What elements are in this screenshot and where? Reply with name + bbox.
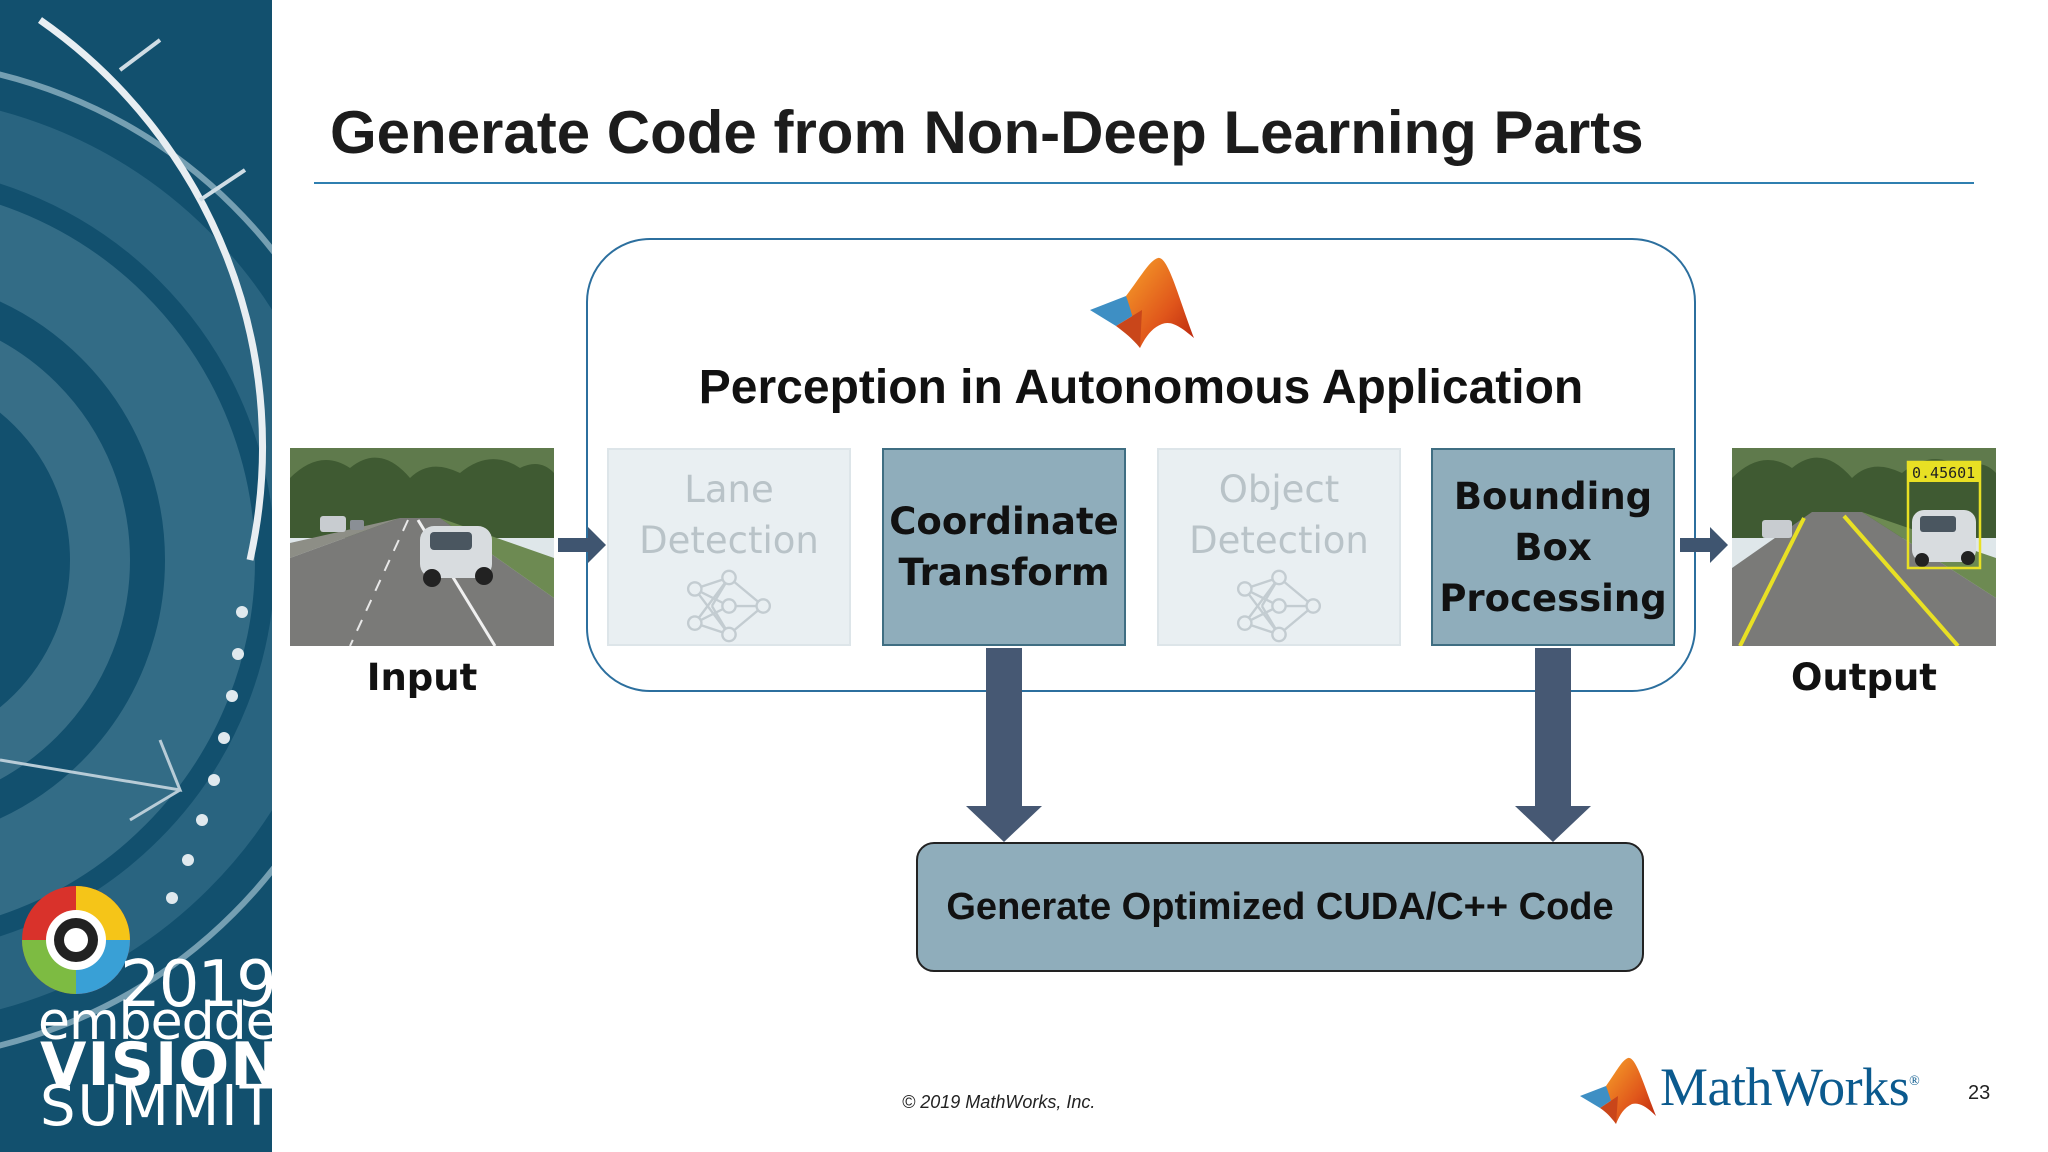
stage-label-line: Detection	[1189, 519, 1369, 562]
input-arrow	[558, 527, 606, 563]
event-sidebar: 2019 embedded VISION SUMMIT	[0, 0, 272, 1152]
stage-lane-detection: Lane Detection	[607, 448, 851, 646]
mathworks-wordmark: MathWorks®	[1660, 1056, 1920, 1118]
codegen-box: Generate Optimized CUDA/C++ Code	[916, 842, 1644, 972]
stage-label-line: Coordinate	[889, 500, 1119, 543]
neural-network-icon	[686, 569, 772, 643]
mathworks-logo-icon	[1580, 1057, 1656, 1124]
summit-embedded-label: embedded	[38, 992, 272, 1052]
summit-logo-mark	[22, 886, 130, 994]
stage-label-line: Box	[1514, 525, 1592, 569]
coordinate-to-codegen-arrow	[966, 648, 1042, 842]
bbox-to-codegen-arrow	[1515, 648, 1591, 842]
output-label: Output	[1791, 656, 1937, 699]
stage-object-detection: Object Detection	[1157, 448, 1401, 646]
stage-label-line: Lane	[684, 468, 774, 511]
stage-coordinate-transform: Coordinate Transform	[882, 448, 1126, 646]
detection-score: 0.45601	[1912, 464, 1975, 482]
summit-vision-label: VISION	[40, 1030, 272, 1100]
neural-network-icon	[1236, 569, 1322, 643]
stage-bounding-box-processing: Bounding Box Processing	[1431, 448, 1675, 646]
input-image	[290, 448, 554, 646]
input-label: Input	[366, 656, 478, 699]
slide-title: Generate Code from Non-Deep Learning Par…	[330, 99, 1644, 166]
summit-year: 2019	[120, 948, 272, 1022]
page-number: 23	[1968, 1082, 1991, 1104]
registered-mark: ®	[1909, 1074, 1920, 1089]
stage-label-line: Transform	[898, 551, 1110, 594]
title-divider	[314, 182, 1974, 184]
stage-label-line: Bounding	[1453, 474, 1653, 518]
stage-label-line: Processing	[1439, 576, 1667, 620]
matlab-logo-icon	[1090, 257, 1194, 348]
container-title: Perception in Autonomous Application	[698, 361, 1584, 414]
sidebar-decoration	[0, 17, 272, 1049]
summit-summit-label: SUMMIT	[40, 1074, 272, 1139]
copyright-notice: © 2019 MathWorks, Inc.	[902, 1092, 1096, 1112]
stage-label-line: Object	[1218, 468, 1340, 511]
output-image: 0.45601	[1732, 448, 1996, 646]
output-arrow	[1680, 527, 1728, 563]
stage-label-line: Detection	[639, 519, 819, 562]
mathworks-name: MathWorks	[1660, 1057, 1910, 1117]
